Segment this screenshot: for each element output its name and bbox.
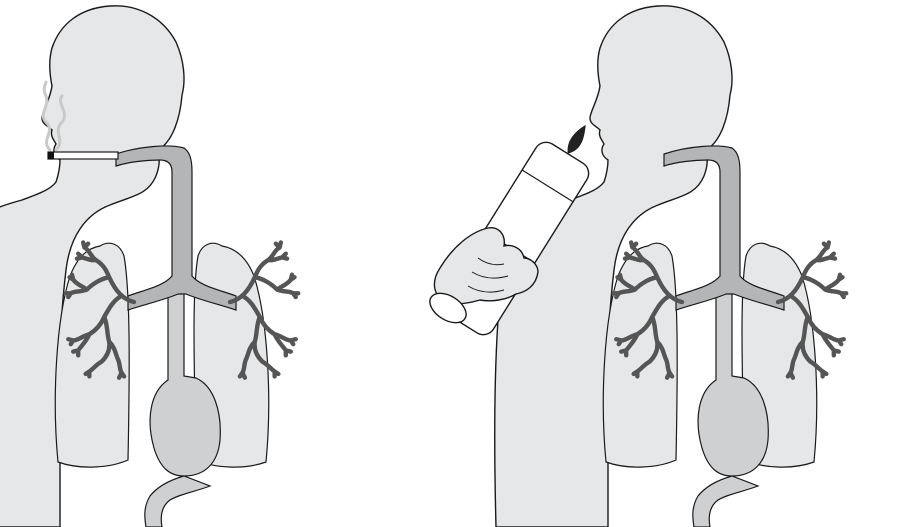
- cigarette-tip: [48, 152, 54, 159]
- smoker-figure: [0, 6, 298, 527]
- cigarette: [48, 152, 118, 159]
- flame-icon: [563, 122, 591, 157]
- non-smoker-figure: [495, 6, 847, 527]
